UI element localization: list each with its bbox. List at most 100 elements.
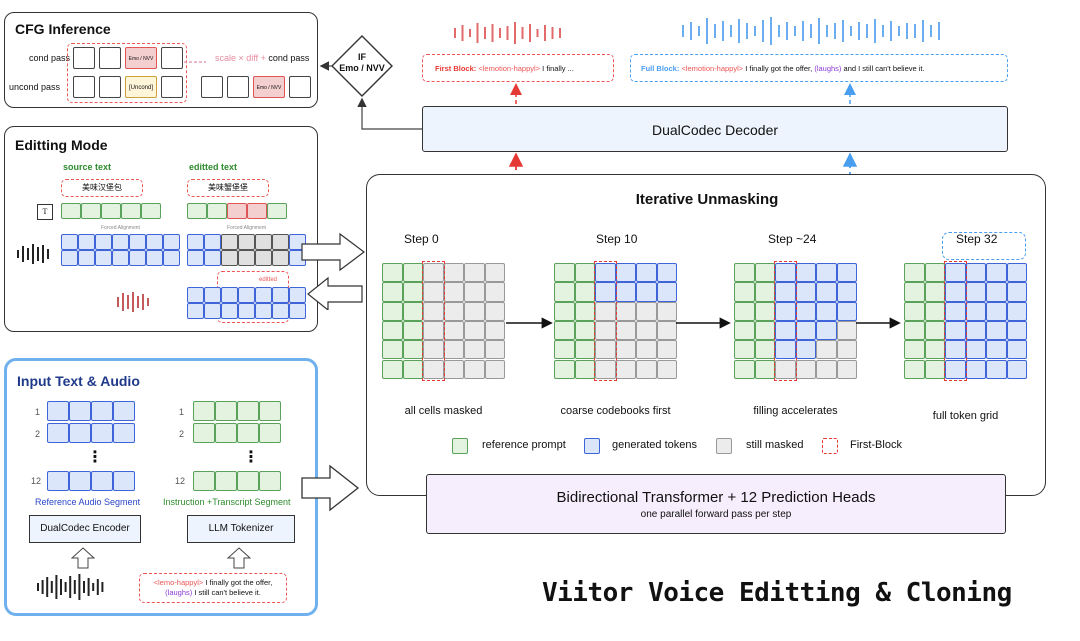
- waveform-bar: [882, 25, 884, 37]
- waveform-bar: [469, 29, 471, 37]
- grid-cell: [1006, 359, 1027, 379]
- decision-text: IF Emo / NVV: [339, 52, 385, 73]
- grid-cell: [464, 320, 485, 341]
- footer-title: Viitor Voice Editting & Cloning: [542, 578, 1012, 608]
- waveform-bar: [794, 26, 796, 36]
- grid-cell: [595, 282, 616, 302]
- grid-cell: [554, 301, 575, 321]
- waveform-bar: [770, 17, 772, 45]
- audio-token-cell: [187, 250, 204, 266]
- grid-cell: [656, 282, 677, 302]
- ellipsis: ⋮: [243, 449, 259, 466]
- audio-token-cell: [204, 287, 221, 303]
- step-caption: all cells masked: [404, 405, 483, 417]
- first-block-label: First Block:: [435, 64, 477, 73]
- audio-token-cell: [61, 250, 78, 266]
- waveform-bar: [529, 24, 531, 42]
- step-label: Step 0: [404, 232, 439, 246]
- grid-cell: [382, 263, 403, 283]
- grid-cell: [816, 282, 837, 302]
- grid-cell: [484, 263, 505, 283]
- step32-highlight: [942, 232, 1026, 260]
- arrow-right-icon: [301, 232, 365, 272]
- token-cell: [267, 203, 287, 219]
- decoder-to-decision-line: [357, 97, 422, 130]
- grid-cell: [464, 340, 485, 360]
- grid-cell: [904, 263, 925, 283]
- grid-cell: [1006, 301, 1027, 321]
- waveform-bar: [866, 24, 868, 38]
- waveform-bar: [858, 22, 860, 40]
- grid-cell: [734, 359, 755, 379]
- waveform-bar: [826, 25, 828, 37]
- grid-cell: [775, 263, 796, 283]
- token-cell: [61, 203, 81, 219]
- waveform-bar: [64, 582, 67, 592]
- waveform-bar: [922, 20, 924, 42]
- grid-cell: [1006, 282, 1027, 302]
- audio-token-cell: [255, 303, 272, 319]
- legend-label-first: First-Block: [850, 439, 902, 451]
- legend-swatch-ref: [452, 438, 468, 454]
- waveform-bar: [746, 23, 748, 39]
- input-to-transformer-arrow: [301, 464, 360, 512]
- grid-cell: [986, 359, 1007, 379]
- grid-cell: [554, 320, 575, 341]
- waveform-bar: [32, 244, 34, 264]
- waveform-bar: [69, 576, 72, 598]
- waveform-bar: [96, 579, 99, 595]
- audio-token-cell: [129, 250, 146, 266]
- waveform-bar: [461, 25, 464, 41]
- grid-cell: [836, 320, 857, 341]
- dualcodec-encoder: DualCodec Encoder: [29, 515, 141, 543]
- grid-cell: [775, 282, 796, 302]
- grid-cell: [554, 359, 575, 379]
- audio-token-cell: [187, 303, 204, 319]
- waveform-bar: [491, 24, 494, 42]
- editing-title: Editting Mode: [15, 137, 108, 153]
- grid-cell: [945, 301, 966, 321]
- grid-cell: [816, 301, 837, 321]
- waveform-bar: [802, 21, 804, 41]
- grid-cell: [595, 340, 616, 360]
- waveform-bar: [536, 29, 539, 37]
- prompt-tag: <lemo-happyl>: [153, 578, 204, 587]
- cfg-emo-chip: Emo / NVV: [125, 47, 157, 69]
- legend-swatch-first: [822, 438, 838, 454]
- input-token-cell: [193, 471, 215, 491]
- grid-cell: [1006, 263, 1027, 283]
- input-token-cell: [193, 423, 215, 443]
- legend-label-gen: generated tokens: [612, 439, 698, 451]
- legend: reference prompt generated tokens still …: [452, 436, 912, 456]
- waveform-bar: [60, 579, 62, 595]
- waveform-bar: [738, 19, 740, 43]
- waveform-bar: [698, 26, 700, 36]
- grid-cell: [816, 340, 837, 360]
- audio-token-cell: [255, 234, 272, 250]
- input-token-cell: [69, 401, 91, 421]
- legend-label-mask: still masked: [746, 439, 804, 451]
- input-token-cell: [47, 401, 69, 421]
- input-token-cell: [259, 423, 281, 443]
- row-label: 12: [31, 476, 42, 486]
- first-block-column: [944, 261, 967, 381]
- row-label: 1: [179, 407, 185, 417]
- waveform-icon: [17, 244, 49, 264]
- waveform-bar: [810, 24, 812, 38]
- grid-cell: [945, 340, 966, 360]
- grid-cell: [636, 282, 657, 302]
- input-token-cell: [259, 401, 281, 421]
- transformer-title: Bidirectional Transformer + 12 Predictio…: [556, 489, 876, 506]
- audio-token-cell: [146, 250, 163, 266]
- input-token-cell: [113, 471, 135, 491]
- grid-cell: [836, 359, 857, 379]
- prompt-laughs: (laughs): [165, 588, 193, 597]
- grid-cell: [836, 282, 857, 302]
- waveform-bar: [930, 25, 932, 37]
- audio-token-cell: [95, 234, 112, 250]
- waveform-bar: [762, 20, 764, 42]
- waveform-bar: [514, 22, 516, 44]
- grid-cell: [382, 320, 403, 341]
- waveform-bar: [706, 18, 708, 44]
- waveform-bar: [142, 294, 144, 310]
